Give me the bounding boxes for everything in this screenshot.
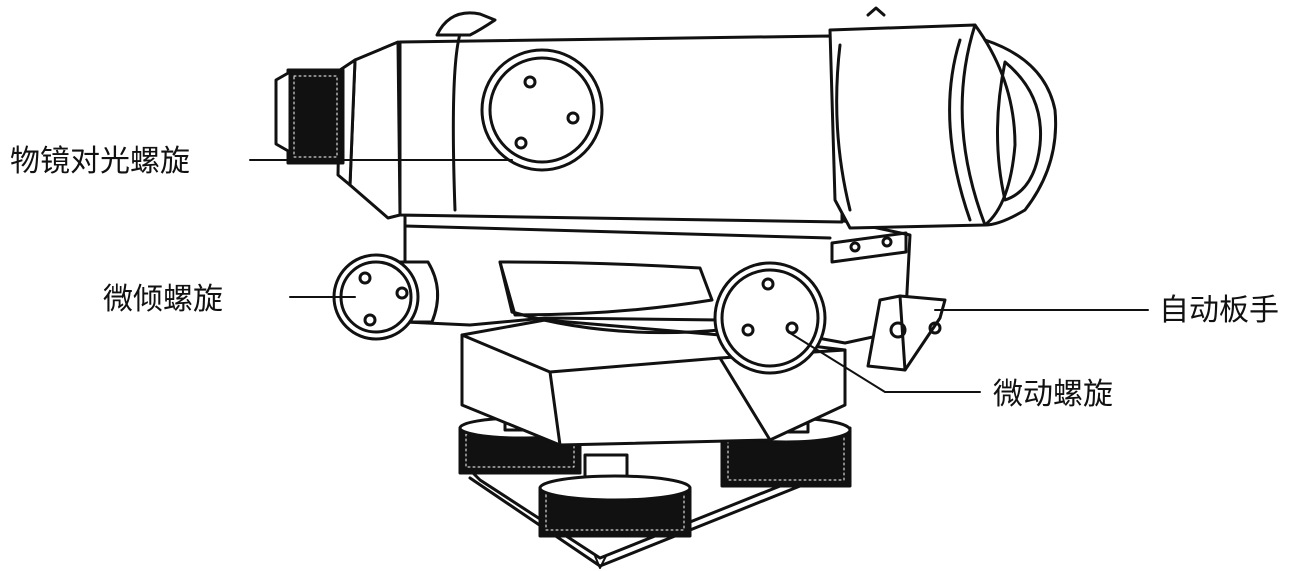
focus-knob-assembly <box>274 11 497 220</box>
leader-lines <box>249 159 1149 393</box>
label-tilt-screw: 微倾螺旋 <box>103 282 223 317</box>
fine-motion-screw-knob <box>713 261 827 375</box>
label-fine-motion-screw: 微动螺旋 <box>993 377 1113 412</box>
telescope-tube <box>398 32 844 224</box>
leader-fine-motion <box>789 332 981 393</box>
label-objective-focus-screw: 物镜对光螺旋 <box>10 144 190 179</box>
label-auto-handle: 自动板手 <box>1159 293 1279 328</box>
tilt-screw-knob <box>332 253 440 341</box>
objective-barrel <box>828 6 1058 230</box>
foot-screw-front <box>538 453 692 538</box>
auto-handle <box>866 294 947 372</box>
upper-body <box>403 213 912 345</box>
objective-focus-knob <box>480 48 604 172</box>
